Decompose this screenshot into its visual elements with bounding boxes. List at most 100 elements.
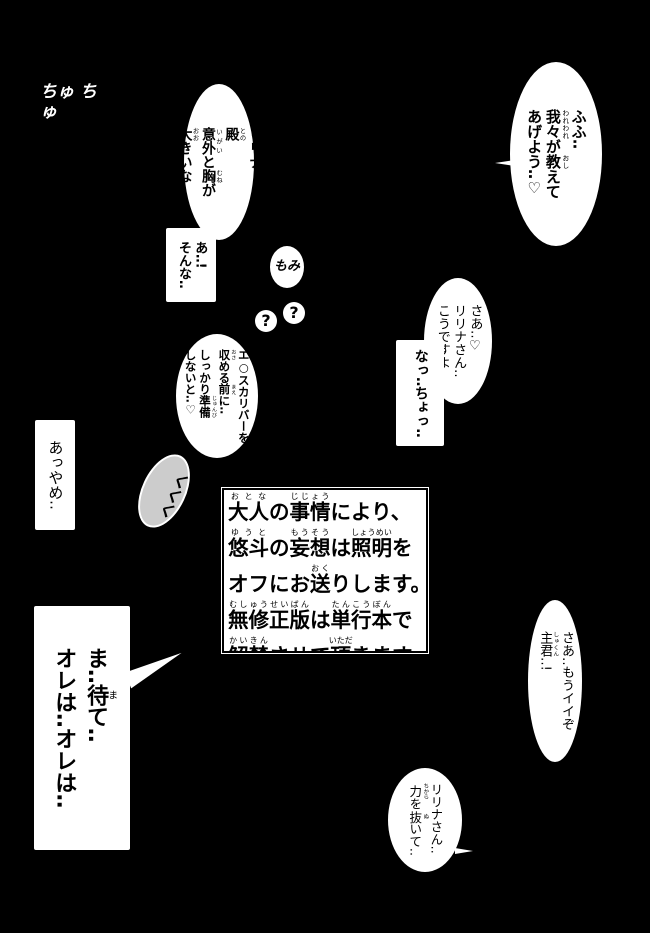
text-line: オフにお送おくりします。 bbox=[228, 564, 431, 600]
text-line: 力ちからを抜ぬいて‥ bbox=[407, 783, 428, 856]
text-line: なっ‥ちょっ‥ bbox=[412, 348, 429, 438]
text-segment: えて bbox=[543, 169, 562, 199]
text-segment: の bbox=[269, 500, 290, 524]
bubble-a-yame: あっやめ‥ bbox=[35, 420, 75, 530]
bubble-chikara: リリナさん‥力ちからを抜ぬいて‥ bbox=[388, 768, 462, 872]
ruby-word: 大人おとな bbox=[228, 492, 269, 524]
text-segment: きいな‥ bbox=[176, 141, 193, 193]
text-line: 解禁かいきんさせて頂いただきます。 bbox=[228, 636, 431, 672]
text-segment: りします。 bbox=[330, 572, 431, 596]
caption-box: 大人おとなの事情じじょうにより、悠斗ゆうとの妄想もうそうは照明しょうめいをオフに… bbox=[221, 487, 431, 668]
ruby-base: 単行本 bbox=[330, 608, 393, 632]
bubble-a-sonna: あ‥!そんな‥ bbox=[166, 228, 216, 302]
ruby-reading: むね bbox=[215, 169, 222, 183]
sfx-chu-chu: ちゅ ちゅ bbox=[40, 82, 97, 122]
ruby-base: 胸 bbox=[200, 169, 216, 183]
ruby-word: 抜ぬ bbox=[407, 810, 428, 824]
text-line: さあ‥♡ bbox=[467, 304, 483, 354]
text-line: ま‥待まて‥ bbox=[79, 647, 117, 808]
ruby-reading: いただ bbox=[328, 636, 353, 645]
text-segment: に‥ bbox=[217, 394, 232, 414]
ruby-base: 意外 bbox=[200, 127, 216, 155]
text-segment: しっかり bbox=[198, 348, 212, 395]
text-segment: により、 bbox=[330, 500, 412, 524]
bubble-text: エ○スカリバーを収おさめる前まえに‥しっかり準備じゅんびしないと‥♡ bbox=[183, 349, 251, 444]
ruby-reading: おとな bbox=[228, 492, 269, 501]
ruby-base: 準備 bbox=[198, 394, 212, 418]
ruby-reading: しょうめい bbox=[351, 528, 392, 537]
ruby-word: 待ま bbox=[83, 684, 117, 706]
ruby-reading: ゆうと bbox=[228, 528, 269, 537]
ruby-reading: じゅんび bbox=[211, 394, 217, 418]
text-line: しっかり準備じゅんび bbox=[198, 349, 217, 444]
text-line: あ‥! bbox=[192, 241, 208, 269]
text-segment: の bbox=[269, 536, 290, 560]
text-line: エ○スカリバーを bbox=[236, 348, 251, 444]
bubble-na-chotto: なっ‥ちょっ‥ bbox=[396, 340, 444, 446]
text-line: 大人おとなの事情じじょうにより、 bbox=[228, 492, 422, 528]
bubble-mate: ま‥待まて‥オレは‥オレは‥ bbox=[34, 606, 130, 850]
ruby-base: 主君 bbox=[537, 631, 553, 658]
ruby-base: 前 bbox=[217, 383, 232, 395]
text-line: 主君しゅくん‥! bbox=[536, 631, 558, 731]
bubble-excalibur: エ○スカリバーを収おさめる前まえに‥しっかり準備じゅんびしないと‥♡ bbox=[176, 334, 258, 458]
text-segment: を bbox=[407, 798, 423, 811]
text-line: 殿との bbox=[222, 127, 246, 197]
text-line: 我々われわれが教おしえて bbox=[543, 109, 569, 199]
ruby-reading: たんこうぼん bbox=[330, 600, 393, 609]
text-line: リリナ bbox=[246, 127, 263, 197]
bubble-tail bbox=[495, 160, 515, 166]
sfx-momi: もみ bbox=[270, 246, 304, 288]
ruby-base: 悠斗 bbox=[228, 536, 269, 560]
text-segment: ま‥ bbox=[83, 647, 109, 684]
sfx-kuku-text: くくく bbox=[152, 468, 191, 521]
bubble-text: リリナさん‥力ちからを抜ぬいて‥ bbox=[407, 783, 444, 856]
text-line: あっやめ‥ bbox=[46, 439, 65, 510]
bubble-text: ふふ‥我々われわれが教おしえてあげよう‥♡ bbox=[524, 109, 588, 199]
ruby-word: 解禁かいきん bbox=[228, 636, 269, 668]
ruby-word: 悠斗ゆうと bbox=[228, 528, 269, 560]
ruby-base: 頂 bbox=[328, 644, 353, 668]
ruby-reading: しゅくん bbox=[551, 631, 558, 658]
ruby-word: 頂いただ bbox=[328, 636, 353, 668]
ruby-word: 準備じゅんび bbox=[198, 394, 217, 418]
bubble-text: リリナ殿との意外いがいと胸むねが大おおきいな‥ bbox=[175, 127, 264, 197]
text-line: 収おさめる前まえに‥ bbox=[217, 349, 236, 444]
ruby-reading: おし bbox=[560, 154, 569, 169]
ruby-word: 殿との bbox=[223, 127, 246, 141]
question-mark-icon: ? bbox=[283, 302, 305, 324]
ruby-word: 照明しょうめい bbox=[351, 528, 392, 560]
sfx-kuku: くくく bbox=[127, 446, 201, 536]
bubble-fufu: ふふ‥我々われわれが教おしえてあげよう‥♡ bbox=[510, 62, 602, 246]
bubble-text: さあ‥もうイイぞ主君しゅくん‥! bbox=[536, 631, 574, 731]
bubble-ririna-dono: リリナ殿との意外いがいと胸むねが大おおきいな‥ bbox=[177, 84, 263, 240]
text-segment: は bbox=[310, 608, 331, 632]
text-segment: ‥! bbox=[537, 657, 553, 672]
bubble-text: ま‥待まて‥オレは‥オレは‥ bbox=[47, 647, 117, 808]
ruby-base: 殿 bbox=[223, 127, 240, 141]
text-segment: リリナ bbox=[247, 127, 263, 169]
ruby-word: 意外いがい bbox=[200, 127, 222, 155]
text-line: 悠斗ゆうとの妄想もうそうは照明しょうめいを bbox=[228, 528, 422, 564]
bubble-mou-ii: さあ‥もうイイぞ主君しゅくん‥! bbox=[528, 600, 582, 762]
ruby-reading: じじょう bbox=[289, 492, 331, 501]
ruby-reading: おお bbox=[191, 127, 199, 141]
ruby-word: 胸むね bbox=[200, 169, 222, 183]
text-line: ふふ‥ bbox=[569, 109, 588, 150]
ruby-reading: まえ bbox=[230, 383, 237, 395]
ruby-reading: ちから bbox=[421, 783, 428, 801]
ruby-base: 大 bbox=[176, 127, 193, 141]
ruby-word: 単行本たんこうぼん bbox=[330, 600, 393, 632]
ruby-base: 我々 bbox=[543, 109, 562, 139]
ruby-word: 我々われわれ bbox=[543, 109, 569, 139]
bubble-text: あ‥!そんな‥ bbox=[175, 241, 208, 289]
ruby-base: 待 bbox=[83, 684, 109, 706]
bubble-text: あっやめ‥ bbox=[46, 439, 65, 510]
text-line: リリナさん‥ bbox=[428, 783, 444, 855]
text-line: リリナさん‥ bbox=[451, 304, 467, 378]
ruby-base: 事情 bbox=[289, 500, 331, 524]
ruby-word: 送おく bbox=[310, 564, 331, 596]
text-segment: が bbox=[543, 139, 562, 154]
ruby-word: 妄想もうそう bbox=[290, 528, 331, 560]
ruby-base: 抜 bbox=[407, 810, 423, 824]
